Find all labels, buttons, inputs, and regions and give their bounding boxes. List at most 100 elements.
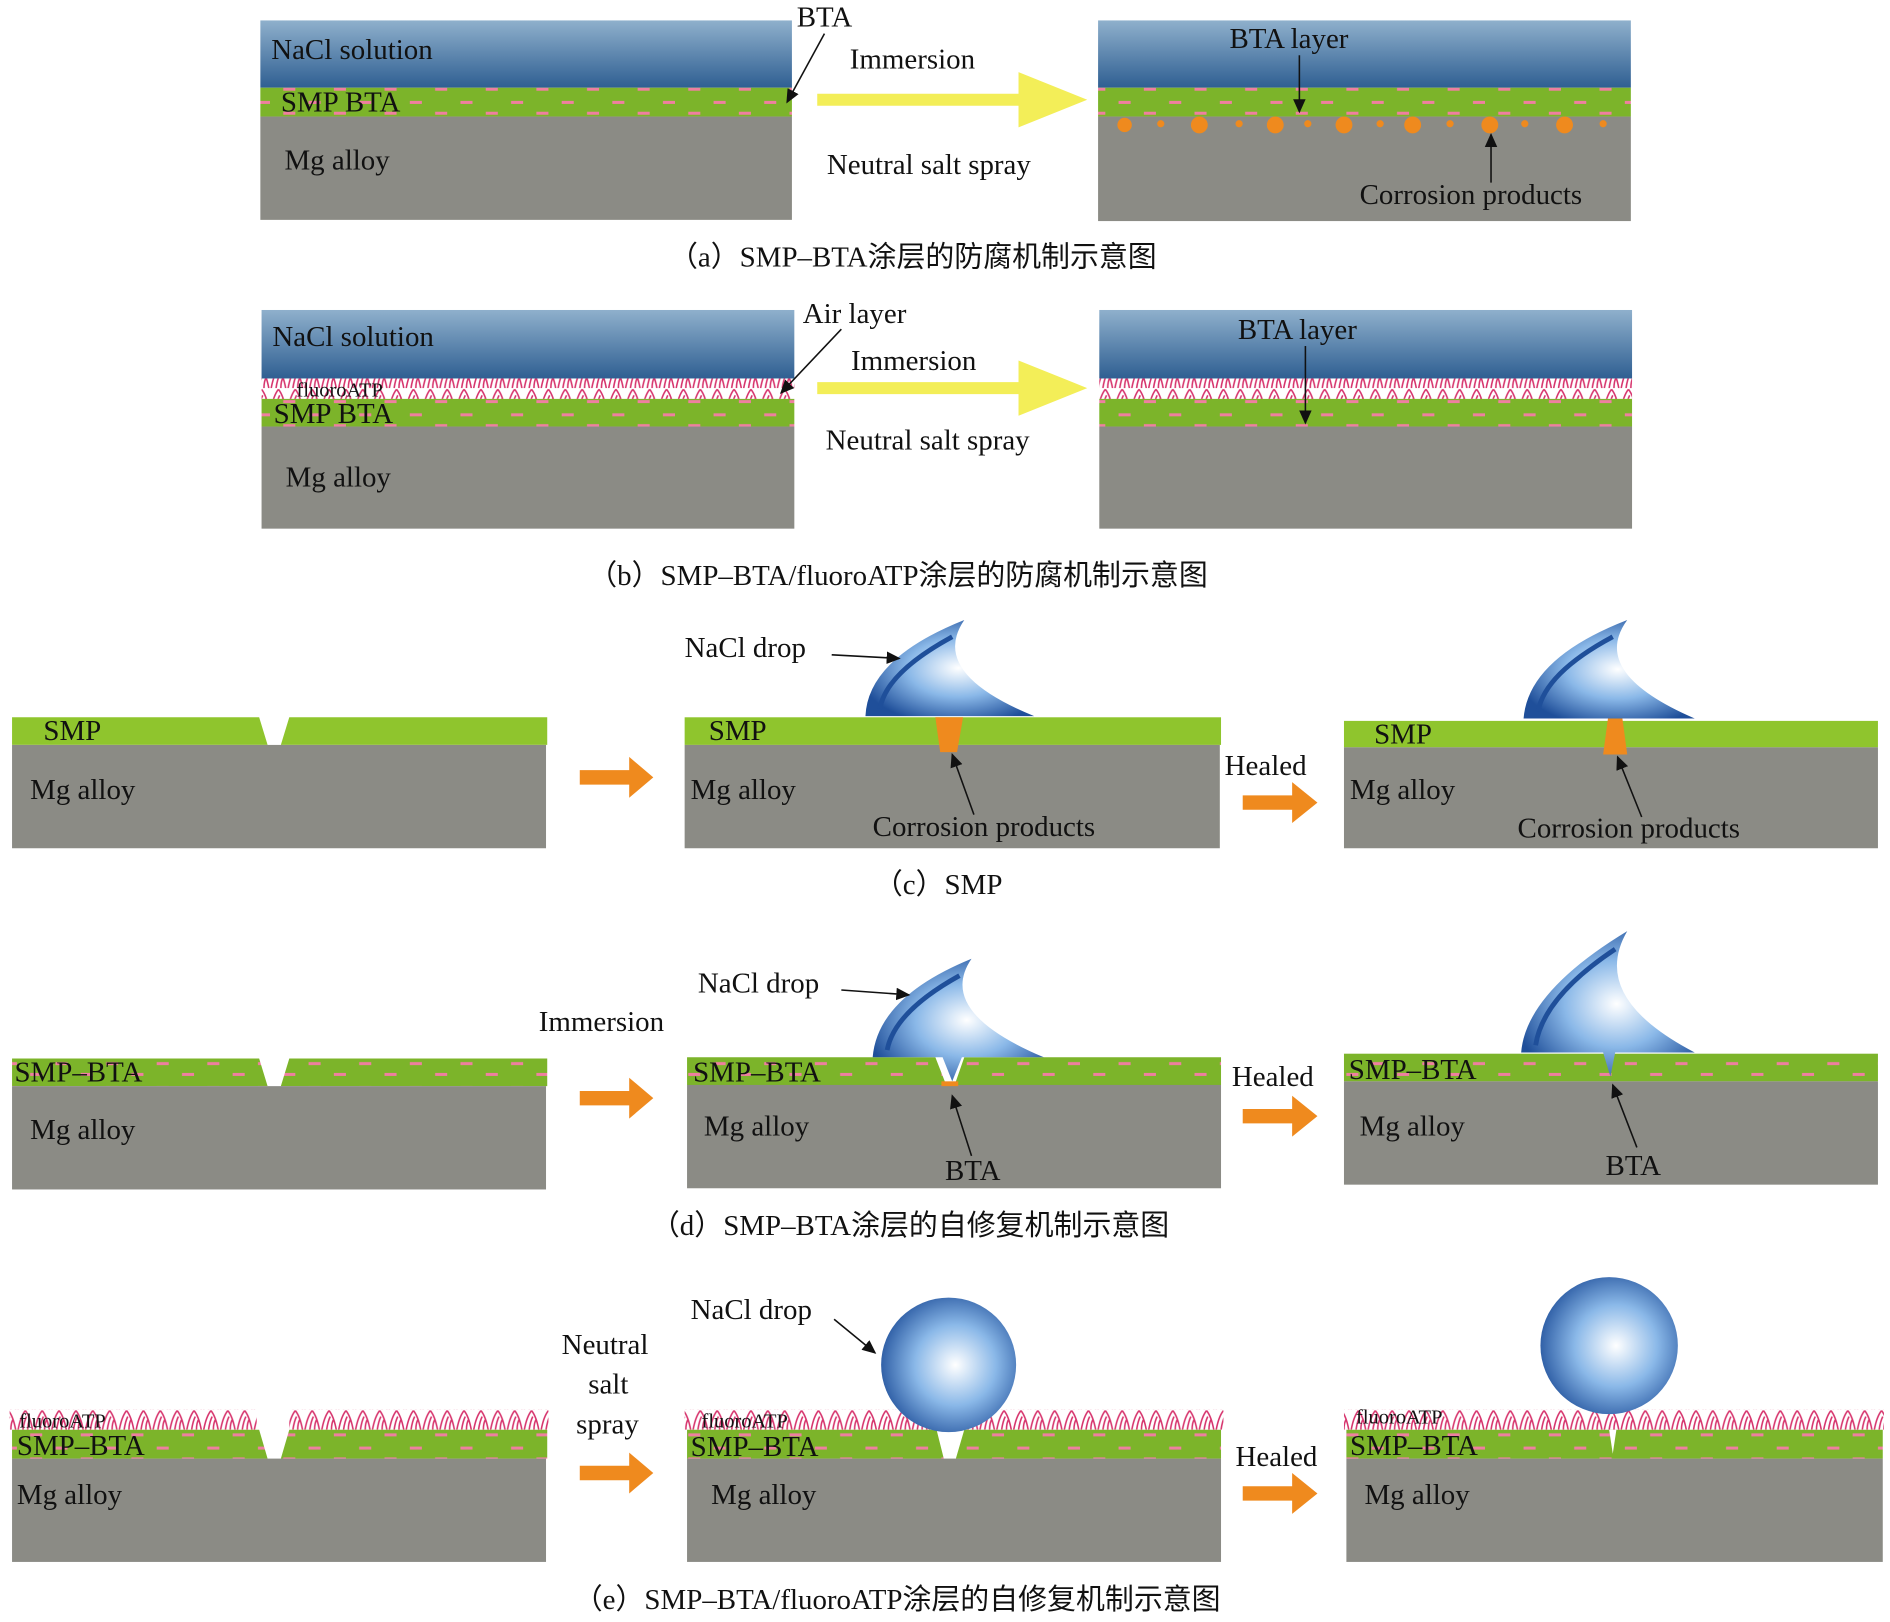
process-line2: salt bbox=[588, 1369, 628, 1401]
corrosion-products-marks bbox=[1117, 116, 1607, 134]
coating-label: SMP BTA bbox=[281, 87, 401, 119]
callout-arrow bbox=[950, 753, 975, 815]
bta-callout: BTA bbox=[797, 1, 853, 33]
nacl-solution-layer bbox=[1098, 20, 1631, 88]
fluoroatp-layer bbox=[261, 378, 795, 399]
nacl-drop-icon bbox=[1540, 1277, 1678, 1415]
callout-arrow bbox=[786, 33, 826, 104]
substrate-label: Mg alloy bbox=[711, 1479, 817, 1511]
fluoroatp-layer bbox=[1343, 1409, 1884, 1430]
callout-arrow bbox=[833, 1318, 877, 1354]
mg-alloy-substrate bbox=[1098, 116, 1631, 222]
process-top-label: Immersion bbox=[850, 44, 975, 76]
nacl-label: NaCl solution bbox=[272, 321, 433, 353]
panel-c: SMP Mg alloy NaCl drop SMP Mg alloy Corr… bbox=[12, 619, 1878, 901]
nacl-solution-layer bbox=[261, 309, 795, 379]
coating-label: SMP–BTA bbox=[691, 1431, 819, 1463]
substrate-label: Mg alloy bbox=[691, 774, 797, 806]
substrate-label: Mg alloy bbox=[1350, 774, 1456, 806]
callout-arrow bbox=[1616, 755, 1643, 818]
panel-a: NaCl solution SMP BTA Mg alloy BTA Immer… bbox=[260, 1, 1631, 274]
drop-label: NaCl drop bbox=[698, 967, 819, 999]
fluoroatp-layer bbox=[684, 1409, 936, 1430]
callout-arrow bbox=[1611, 1083, 1638, 1148]
panel-b: NaCl solution fluoroATP SMP BTA Mg alloy… bbox=[261, 298, 1633, 592]
process-line1: Neutral bbox=[562, 1329, 649, 1361]
caption-d: （d）SMP–BTA涂层的自修复机制示意图 bbox=[651, 1210, 1169, 1242]
bta-layer-label: BTA layer bbox=[1238, 314, 1357, 346]
fluoroatp-layer bbox=[9, 1409, 257, 1430]
caption-c: （c）SMP bbox=[874, 869, 1003, 901]
coating-label: SMP bbox=[43, 715, 101, 747]
bta-label: BTA bbox=[1606, 1150, 1662, 1182]
fluoro-label: fluoroATP bbox=[297, 380, 383, 402]
process-bottom-label: Neutral salt spray bbox=[826, 424, 1031, 456]
smp-bta-coating-scratched bbox=[12, 1429, 548, 1459]
nacl-drop-icon bbox=[881, 1297, 1017, 1433]
smp-bta-coating-scratched bbox=[687, 1429, 1222, 1459]
orange-arrow-icon bbox=[579, 756, 654, 798]
mg-alloy-substrate bbox=[12, 1086, 547, 1190]
smp-bta-coating bbox=[261, 398, 795, 427]
substrate-label: Mg alloy bbox=[1360, 1110, 1466, 1142]
caption-b: （b）SMP–BTA/fluoroATP涂层的防腐机制示意图 bbox=[588, 560, 1208, 592]
fluoro-label: fluoroATP bbox=[702, 1410, 788, 1432]
air-layer-callout: Air layer bbox=[803, 298, 907, 330]
coating-label: SMP–BTA bbox=[14, 1056, 142, 1088]
smp-bta-coating bbox=[260, 87, 792, 117]
process-label: Immersion bbox=[539, 1006, 664, 1038]
mg-alloy-substrate bbox=[1346, 1458, 1883, 1562]
smp-coating-scratched bbox=[12, 717, 548, 745]
substrate-label: Mg alloy bbox=[30, 774, 136, 806]
process-bottom-label: Neutral salt spray bbox=[827, 149, 1032, 181]
corrosion-label: Corrosion products bbox=[873, 811, 1096, 843]
coating-label: SMP BTA bbox=[274, 398, 394, 430]
mg-alloy-substrate bbox=[12, 744, 547, 849]
orange-arrow-icon bbox=[1242, 782, 1318, 824]
substrate-label: Mg alloy bbox=[1364, 1479, 1470, 1511]
nacl-drop-icon bbox=[865, 619, 1035, 717]
orange-arrow-icon bbox=[1242, 1473, 1318, 1514]
bta-label: BTA bbox=[945, 1155, 1001, 1187]
mg-alloy-substrate bbox=[261, 426, 795, 529]
caption-e: （e）SMP–BTA/fluoroATP涂层的自修复机制示意图 bbox=[574, 1584, 1221, 1616]
mg-alloy-substrate bbox=[687, 1458, 1222, 1562]
callout-arrow bbox=[841, 987, 911, 1001]
callout-arrow bbox=[831, 651, 901, 664]
orange-arrow-icon bbox=[579, 1077, 654, 1119]
coating-label: SMP bbox=[1374, 719, 1432, 751]
process-line3: spray bbox=[576, 1408, 639, 1440]
callout-arrow bbox=[779, 328, 842, 395]
bta-layer-label: BTA layer bbox=[1229, 23, 1348, 55]
corrosion-label: Corrosion products bbox=[1360, 179, 1583, 211]
healed-label: Healed bbox=[1235, 1441, 1317, 1473]
drop-label: NaCl drop bbox=[691, 1294, 812, 1326]
mg-alloy-substrate bbox=[12, 1458, 547, 1562]
healed-scratch bbox=[1609, 1429, 1617, 1454]
nacl-drop-icon bbox=[1521, 931, 1695, 1077]
coating-label: SMP bbox=[709, 715, 767, 747]
corrosion-in-scratch bbox=[1603, 718, 1628, 755]
fluoro-label: fluoroATP bbox=[1356, 1407, 1442, 1429]
nacl-label: NaCl solution bbox=[271, 34, 432, 66]
substrate-label: Mg alloy bbox=[704, 1110, 810, 1142]
yellow-arrow-icon bbox=[817, 72, 1088, 128]
nacl-drop-icon bbox=[1523, 619, 1695, 719]
orange-arrow-icon bbox=[1242, 1095, 1318, 1137]
nacl-drop-icon bbox=[872, 958, 1044, 1082]
corrosion-label: Corrosion products bbox=[1518, 812, 1741, 844]
mg-alloy-substrate bbox=[260, 116, 792, 220]
corrosion-in-scratch bbox=[935, 717, 964, 753]
caption-a: （a）SMP–BTA涂层的防腐机制示意图 bbox=[669, 242, 1157, 274]
fluoroatp-layer bbox=[964, 1409, 1224, 1430]
yellow-arrow-icon bbox=[817, 360, 1088, 416]
fluoroatp-layer bbox=[289, 1409, 549, 1430]
mg-alloy-substrate bbox=[1343, 747, 1878, 849]
callout-arrow bbox=[950, 1094, 973, 1157]
coating-label: SMP–BTA bbox=[1349, 1054, 1477, 1086]
process-top-label: Immersion bbox=[851, 345, 976, 377]
mg-alloy-substrate bbox=[1343, 1081, 1878, 1185]
smp-bta-coating bbox=[1099, 398, 1633, 427]
bta-layer-coating bbox=[1098, 87, 1631, 117]
